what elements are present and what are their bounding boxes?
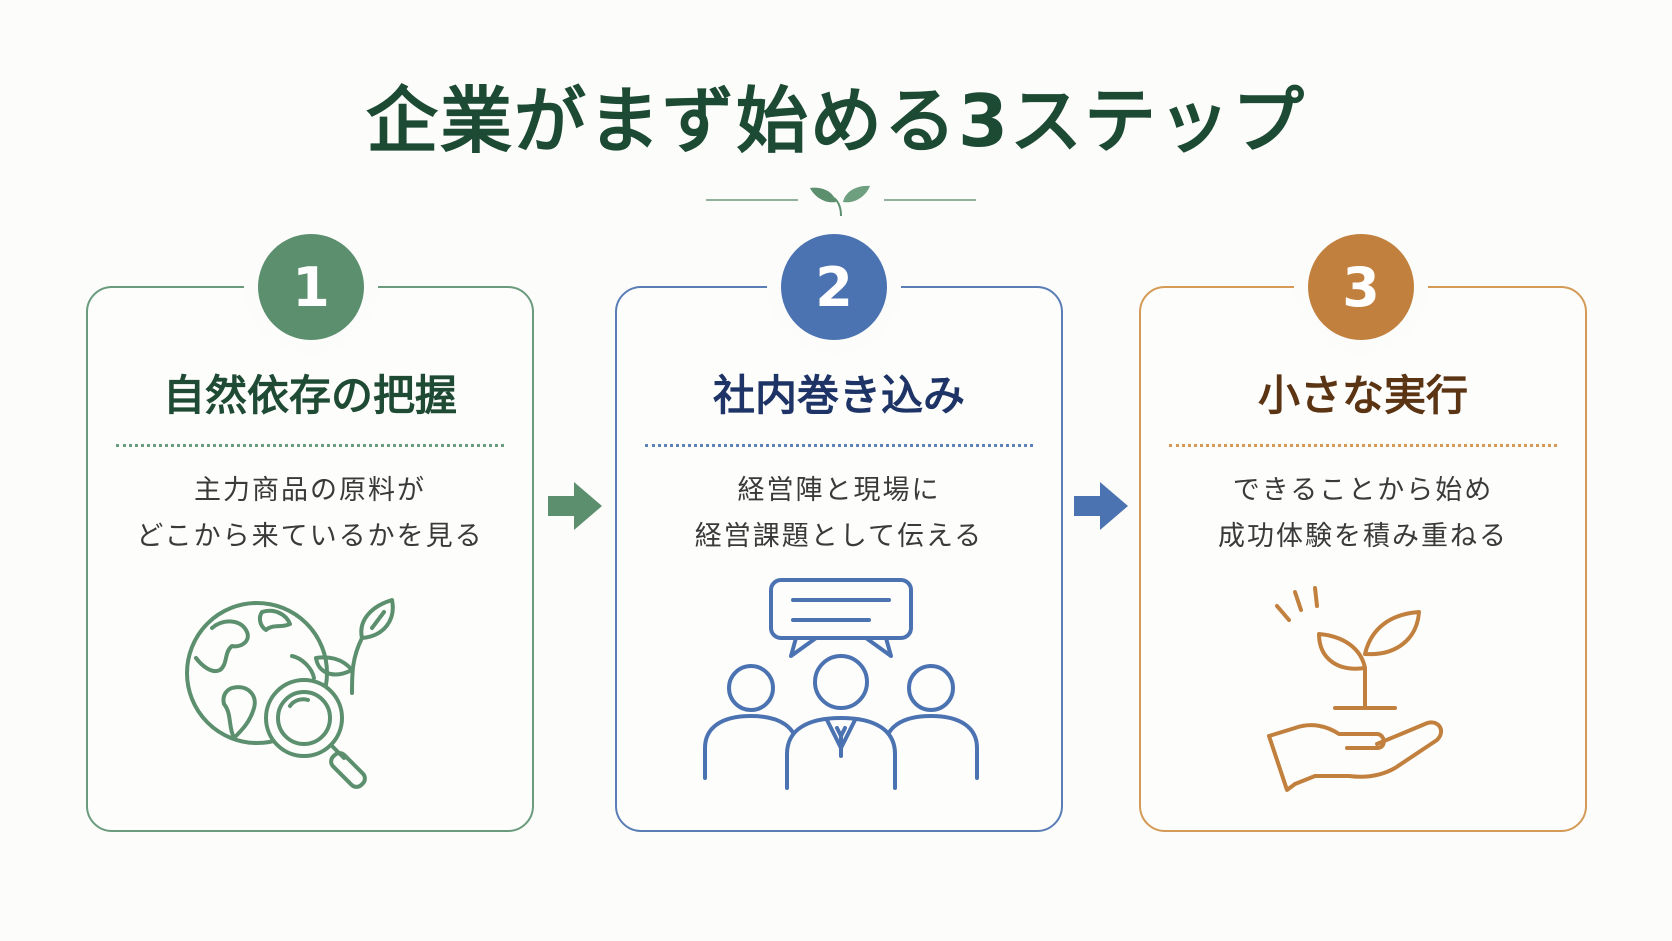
sprout-icon [810,185,870,217]
step-number-badge-1: 1 [258,234,364,340]
globe-magnifier-leaf-icon [185,598,395,789]
leaf-divider [706,185,976,217]
dotted-separator [116,444,504,447]
step-title: 自然依存の把握 [162,371,457,420]
page-title: 企業がまず始める3ステップ [365,79,1307,163]
step-description: 主力商品の原料が どこから来ているかを見る [136,475,484,552]
step-description: 経営陣と現場に 経営課題として伝える [694,475,984,552]
dotted-separator [1169,444,1557,447]
hand-sprout-icon [1267,586,1444,792]
arrow-right-icon [1074,482,1128,530]
step-card-1: 自然依存の把握 主力商品の原料が どこから来ているかを見る [86,286,534,832]
team-discussion-icon [703,578,979,790]
arrow-right-icon [548,482,602,530]
step-description: できることから始め 成功体験を積み重ねる [1218,475,1508,552]
step-card-2: 社内巻き込み 経営陣と現場に 経営課題として伝える [615,286,1063,832]
step-number-badge-2: 2 [781,234,887,340]
step-title: 社内巻き込み [712,371,965,420]
step-card-3: 小さな実行 できることから始め 成功体験を積み重ねる [1139,286,1587,832]
step-title: 小さな実行 [1257,371,1468,420]
step-number-badge-3: 3 [1308,234,1414,340]
dotted-separator [645,444,1033,447]
